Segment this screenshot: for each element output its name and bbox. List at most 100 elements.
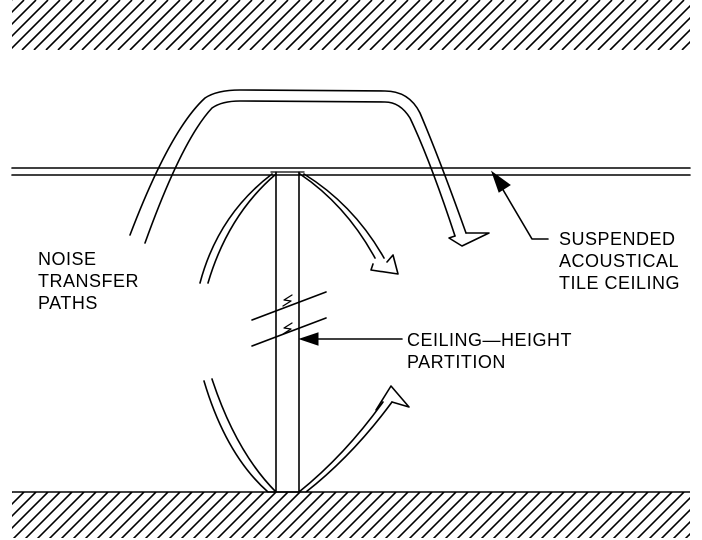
hatch-line: [24, 492, 73, 538]
floor-slab-hatch: [12, 491, 702, 540]
hatch-line: [312, 492, 361, 538]
hatch-line: [624, 492, 673, 538]
hatch-line: [288, 492, 337, 538]
hatch-line: [537, 0, 589, 50]
hatch-line: [333, 0, 385, 50]
hatch-line: [321, 0, 373, 50]
hatch-line: [144, 492, 193, 538]
hatch-line: [348, 492, 397, 538]
hatch-line: [237, 0, 289, 50]
hatch-line: [429, 0, 481, 50]
hatch-line: [669, 28, 690, 50]
hatch-line: [588, 492, 637, 538]
hatch-line: [372, 492, 421, 538]
hatch-line: [696, 492, 702, 540]
hatch-line: [636, 492, 685, 538]
hatch-line: [612, 492, 661, 538]
top-slab-hatch: [12, 0, 702, 50]
ceiling-flanking-path: [199, 173, 399, 284]
hatch-line: [540, 492, 589, 538]
hatch-line: [12, 0, 61, 50]
hatch-line: [492, 492, 541, 538]
hatch-line: [393, 0, 445, 50]
hatch-line: [480, 492, 529, 538]
noise-transfer-paths-label: NOISE TRANSFER PATHS: [38, 249, 140, 313]
hatch-line: [57, 0, 109, 50]
hatch-line: [105, 0, 157, 50]
hatch-line: [360, 492, 409, 538]
hatch-line: [228, 492, 277, 538]
hatch-line: [420, 492, 469, 538]
hatch-line: [216, 492, 265, 538]
hatch-line: [489, 0, 541, 50]
hatch-line: [108, 492, 157, 538]
hatch-line: [204, 492, 253, 538]
hatch-line: [81, 0, 133, 50]
hatch-line: [564, 492, 613, 538]
hatch-line: [276, 492, 325, 538]
hatch-line: [513, 0, 565, 50]
hatch-line: [694, 0, 702, 50]
hatch-line: [309, 0, 361, 50]
partition-label: CEILING—HEIGHT PARTITION: [407, 330, 573, 372]
hatch-line: [384, 492, 433, 538]
hatch-line: [525, 0, 577, 50]
hatch-line: [573, 0, 625, 50]
hatch-line: [468, 492, 517, 538]
hatch-line: [153, 0, 205, 50]
hatch-line: [129, 0, 181, 50]
hatch-line: [213, 0, 265, 50]
hatch-line: [12, 0, 25, 14]
hatch-line: [300, 492, 349, 538]
hatch-line: [549, 0, 601, 50]
hatch-line: [672, 520, 690, 538]
hatch-line: [465, 0, 517, 50]
hatch-line: [684, 532, 690, 538]
hatch-line: [585, 0, 637, 50]
hatch-line: [12, 0, 49, 38]
hatch-line: [168, 492, 217, 538]
hatch-line: [297, 0, 349, 50]
hatch-line: [477, 0, 529, 50]
suspended-ceiling-label: SUSPENDED ACOUSTICAL TILE CEILING: [559, 229, 681, 293]
hatch-line: [21, 0, 73, 50]
hatch-line: [12, 492, 25, 506]
hatch-line: [12, 492, 13, 494]
hatch-line: [84, 492, 133, 538]
hatch-line: [165, 0, 217, 50]
hatch-line: [681, 40, 690, 50]
hatch-line: [60, 492, 109, 538]
hatch-line: [189, 0, 241, 50]
hatch-line: [456, 492, 505, 538]
hatch-line: [504, 492, 553, 538]
hatch-line: [324, 492, 373, 538]
hatch-line: [657, 16, 690, 50]
hatch-line: [180, 492, 229, 538]
hatch-line: [264, 492, 313, 538]
hatch-line: [96, 492, 145, 538]
hatch-line: [12, 492, 37, 518]
hatch-line: [249, 0, 301, 50]
hatch-line: [156, 492, 205, 538]
hatch-line: [48, 492, 97, 538]
hatch-line: [69, 0, 121, 50]
hatch-line: [453, 0, 505, 50]
hatch-line: [609, 0, 661, 50]
hatch-line: [561, 0, 613, 50]
hatch-line: [417, 0, 469, 50]
hatch-line: [552, 492, 601, 538]
hatch-line: [576, 492, 625, 538]
hatch-line: [117, 0, 169, 50]
hatch-line: [357, 0, 409, 50]
hatch-line: [660, 508, 690, 538]
hatch-line: [12, 492, 49, 530]
hatch-line: [444, 492, 493, 538]
hatch-line: [72, 492, 121, 538]
hatch-line: [252, 492, 301, 538]
hatch-line: [597, 0, 649, 50]
hatch-line: [12, 0, 13, 2]
hatch-line: [93, 0, 145, 50]
hatch-line: [516, 492, 565, 538]
hatch-line: [621, 0, 673, 50]
